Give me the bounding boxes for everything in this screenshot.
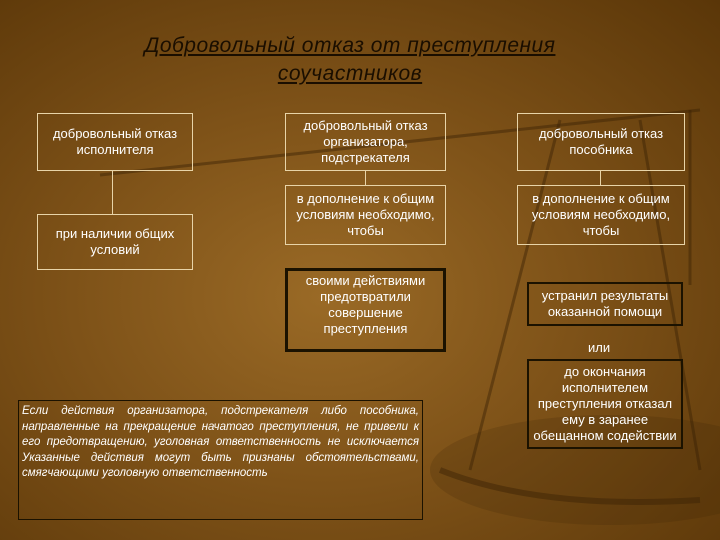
accomplice-condition-box: в дополнение к общим условиям необходимо… bbox=[517, 185, 685, 245]
executor-head-box: добровольный отказ исполнителя bbox=[37, 113, 193, 171]
accomplice-requirement-1-text: устранил результаты оказанной помощи bbox=[541, 288, 669, 319]
accomplice-requirement-1-box: устранил результаты оказанной помощи bbox=[527, 282, 683, 326]
accomplice-head-box: добровольный отказ пособника bbox=[517, 113, 685, 171]
accomplice-condition-text: в дополнение к общим условиям необходимо… bbox=[531, 191, 671, 238]
organizer-head-text: добровольный отказ организатора, подстре… bbox=[303, 118, 428, 165]
accomplice-requirement-2-text: до окончания исполнителем преступления о… bbox=[533, 364, 677, 443]
accomplice-requirement-2-box: до окончания исполнителем преступления о… bbox=[527, 359, 683, 449]
organizer-requirement-box: своими действиями предотвратили совершен… bbox=[285, 268, 446, 352]
organizer-requirement-text: своими действиями предотвратили совершен… bbox=[305, 273, 426, 336]
organizer-connector bbox=[365, 171, 366, 185]
page-title-line-1: Добровольный отказ от преступления bbox=[144, 34, 556, 57]
accomplice-head-text: добровольный отказ пособника bbox=[538, 126, 664, 157]
accomplice-connector bbox=[600, 171, 601, 185]
or-label: или bbox=[588, 340, 611, 355]
executor-connector bbox=[112, 171, 113, 214]
organizer-condition-text: в дополнение к общим условиям необходимо… bbox=[296, 191, 435, 238]
executor-condition-box: при наличии общих условий bbox=[37, 214, 193, 270]
liability-note: Если действия организатора, подстрекател… bbox=[18, 400, 423, 520]
organizer-head-box: добровольный отказ организатора, подстре… bbox=[285, 113, 446, 171]
executor-head-text: добровольный отказ исполнителя bbox=[52, 126, 178, 157]
page-title-line-2: соучастников bbox=[277, 62, 423, 85]
organizer-condition-box: в дополнение к общим условиям необходимо… bbox=[285, 185, 446, 245]
executor-condition-text: при наличии общих условий bbox=[55, 226, 175, 257]
